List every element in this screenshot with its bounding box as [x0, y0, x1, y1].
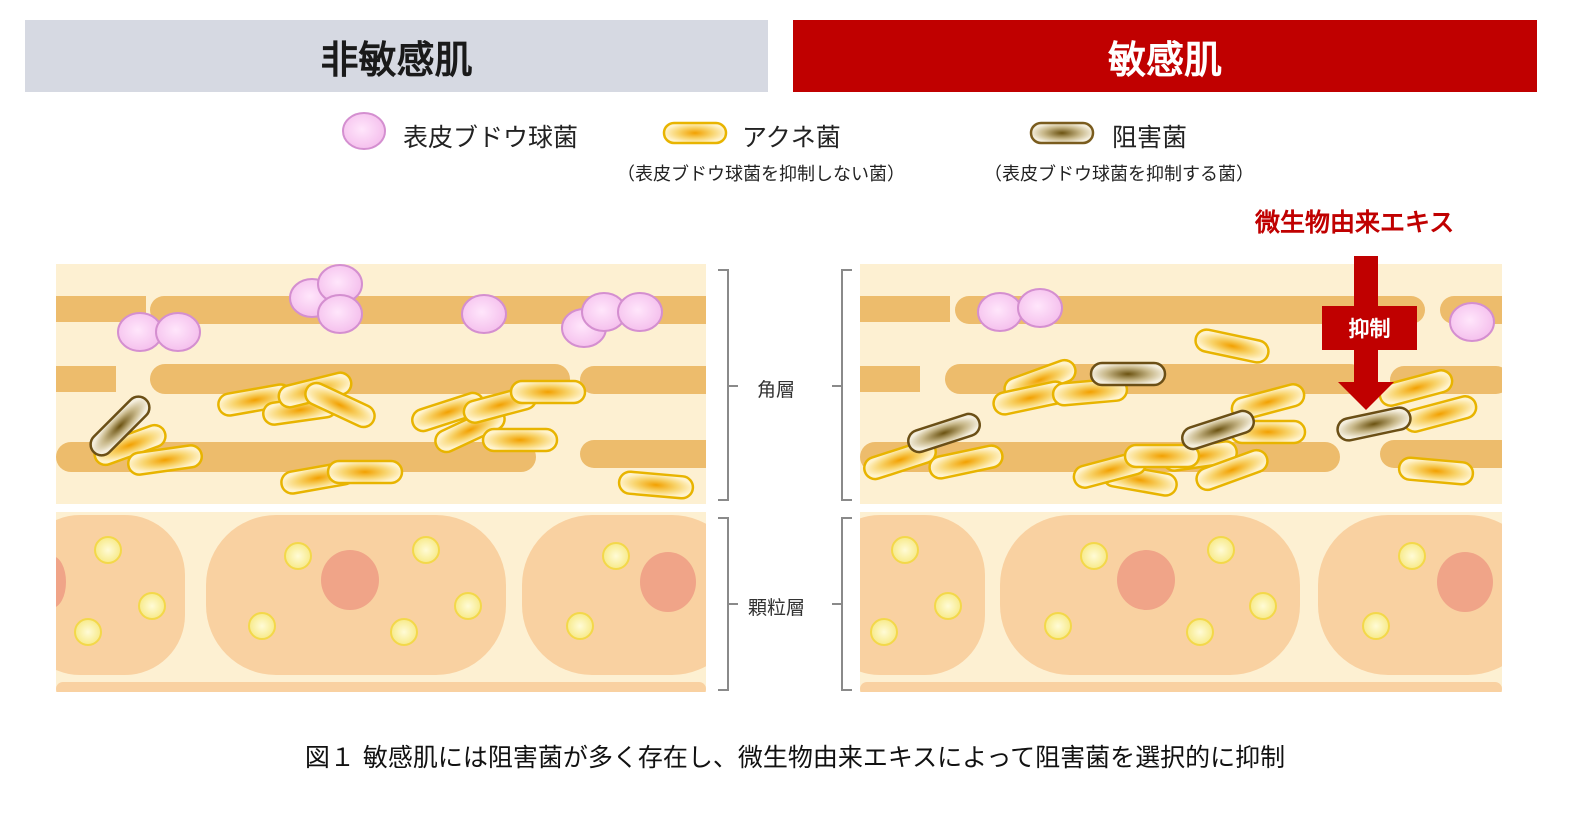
layer-label-corneum: 角層: [757, 379, 796, 401]
legend-inhibitor-note: （表皮ブドウ球菌を抑制する菌）: [984, 164, 1254, 185]
staph-bacterium: [1017, 288, 1063, 328]
acne-bacterium: [509, 379, 587, 405]
granule-dot: [934, 592, 962, 620]
granule-dot: [1186, 618, 1214, 646]
granule-dot: [94, 536, 122, 564]
inhibitor-bacterium: [1336, 406, 1412, 442]
granule-dot: [1044, 612, 1072, 640]
legend-acne-note: （表皮ブドウ球菌を抑制しない菌）: [617, 164, 905, 185]
figure-caption: 図１ 敏感肌には阻害菌が多く存在し、微生物由来エキスによって阻害菌を選択的に抑制: [304, 743, 1286, 772]
acne-bacterium: [481, 427, 559, 453]
arrow-label: 抑制: [1348, 317, 1391, 341]
staph-bacterium: [1449, 302, 1495, 342]
header-sensitive-skin: 敏感肌: [793, 20, 1537, 92]
inhibitor-bacterium: [1181, 409, 1255, 451]
granule-dot: [891, 536, 919, 564]
layer-label-granular: 顆粒層: [748, 597, 806, 619]
granule-dot: [284, 542, 312, 570]
inhibition-arrow: [1322, 256, 1417, 410]
inhibitor-bacterium: [1089, 361, 1167, 387]
staph-bacterium: [155, 312, 201, 352]
granule-dot: [870, 618, 898, 646]
granule-dot: [454, 592, 482, 620]
inhibitor-bacterium: [907, 412, 981, 454]
header-non-sensitive-skin: 非敏感肌: [25, 20, 768, 92]
acne-bacterium: [304, 381, 376, 429]
staph-bacterium: [317, 294, 363, 334]
acne-bacterium: [127, 444, 203, 476]
legend-acne-icon: [662, 121, 728, 145]
acne-bacterium: [1123, 443, 1201, 469]
granule-dots: [74, 536, 1426, 646]
granule-dot: [1249, 592, 1277, 620]
granule-dot: [1362, 612, 1390, 640]
staph-bacteria: [117, 264, 1495, 352]
layer-brackets: [718, 269, 852, 691]
inhibitor-bacteria: [89, 361, 1412, 457]
acne-bacterium: [928, 444, 1004, 480]
acne-bacterium: [617, 470, 695, 500]
granule-dot: [1207, 536, 1235, 564]
staph-bacterium: [617, 292, 663, 332]
legend-inhibitor-label: 阻害菌: [1112, 123, 1188, 152]
acne-bacterium: [1230, 383, 1306, 421]
acne-bacterium: [326, 459, 404, 485]
granule-dot: [1398, 542, 1426, 570]
acne-bacterium: [1397, 456, 1475, 486]
granule-dot: [248, 612, 276, 640]
granule-dot: [602, 542, 630, 570]
acne-bacterium: [1195, 448, 1269, 492]
granule-dot: [390, 618, 418, 646]
acne-bacterium: [1378, 369, 1454, 407]
granule-dot: [138, 592, 166, 620]
granule-dot: [412, 536, 440, 564]
legend-acne-label: アクネ菌: [742, 123, 841, 152]
staph-bacterium: [977, 292, 1023, 332]
legend-staph-label: 表皮ブドウ球菌: [403, 123, 579, 152]
inhibitor-bacterium: [89, 395, 151, 457]
extract-label: 微生物由来エキス: [1255, 208, 1455, 237]
legend-staph-icon: [342, 112, 386, 150]
staph-bacterium: [461, 294, 507, 334]
legend-inhibitor-icon: [1029, 121, 1095, 145]
granule-dot: [74, 618, 102, 646]
granule-dot: [566, 612, 594, 640]
header-right-label: 敏感肌: [1107, 37, 1222, 82]
header-left-label: 非敏感肌: [320, 37, 473, 82]
acne-bacterium: [1194, 328, 1270, 364]
granule-dot: [1080, 542, 1108, 570]
